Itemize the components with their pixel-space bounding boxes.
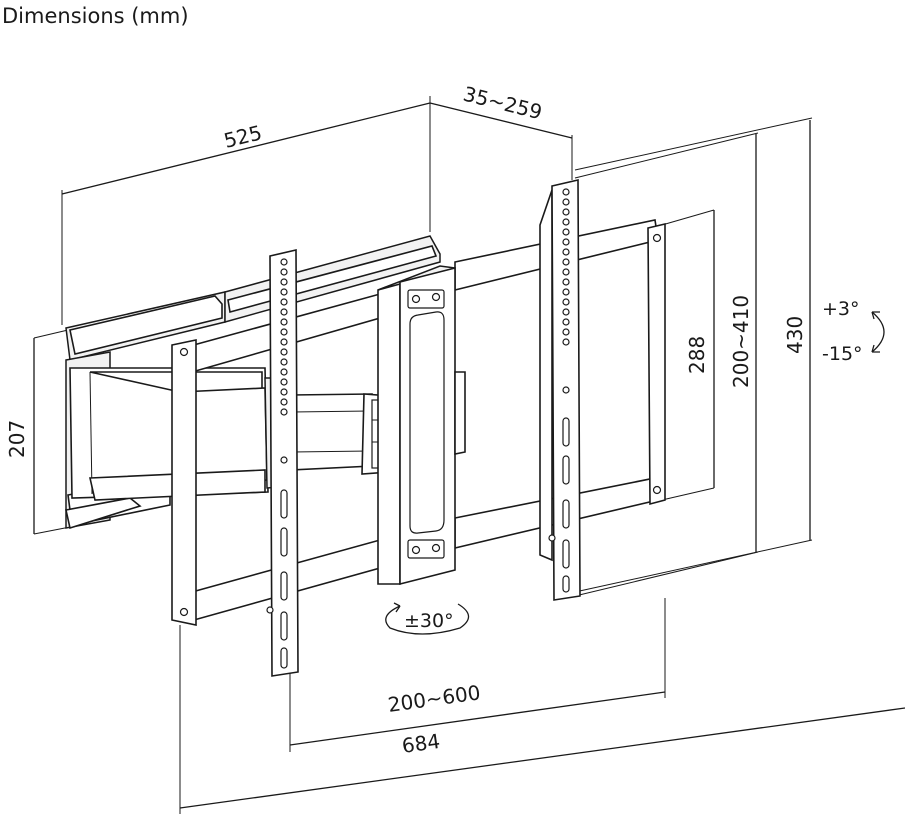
dimension-lines [33,96,905,814]
right-bracket-holes [548,188,570,593]
diagram-title: Dimensions (mm) [2,4,189,28]
dim-label-207: 207 [5,420,29,458]
swing-arm [69,319,393,501]
tilt-angle: +3° -15° [822,298,885,365]
right-vertical-bracket [539,178,666,601]
dim-label-288: 288 [685,336,709,374]
dim-label-684: 684 [400,729,441,758]
tilt-down-label: -15° [822,343,863,365]
swivel-arrow-icon [393,602,401,613]
tilt-up-label: +3° [822,298,860,320]
left-bracket-holes [266,258,288,669]
dim-label-vesa-v: 200~410 [729,295,753,388]
dim-label-vesa-h: 200~600 [386,680,482,717]
tilt-arc [871,311,885,353]
swivel-angle: ±30° [385,602,470,635]
swivel-angle-label: ±30° [404,610,454,632]
tilt-up-arrow-icon [871,311,880,320]
center-bracket [377,265,466,586]
dim-label-430: 430 [783,316,807,354]
dim-label-525: 525 [221,120,264,153]
dim-label-depth: 35~259 [461,82,545,125]
left-vertical-bracket [171,248,299,677]
tilt-down-arrow-icon [871,344,880,353]
